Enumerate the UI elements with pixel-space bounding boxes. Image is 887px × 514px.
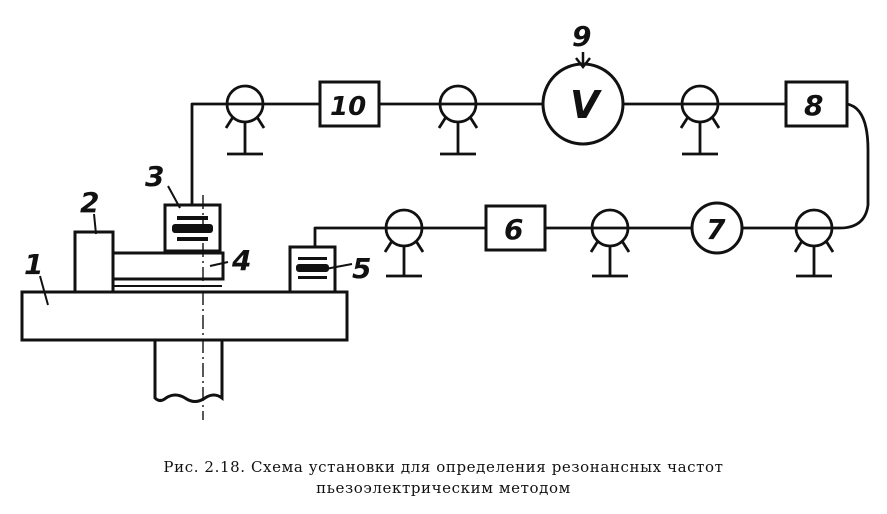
label-3: 3 (145, 160, 164, 193)
label-2: 2 (80, 186, 99, 219)
holder (73, 230, 115, 294)
receiver-transducer (288, 245, 337, 294)
specimen-bar (111, 251, 225, 281)
figure-caption-line-1: Рис. 2.18. Схема установки для определен… (163, 458, 724, 476)
connector-6 (793, 208, 835, 278)
label-1: 1 (24, 248, 43, 281)
connector-2 (437, 84, 479, 156)
label-9: 9 (572, 20, 591, 53)
connector-1 (224, 84, 266, 156)
wire-receiver-up (313, 226, 386, 247)
figure-caption-line-2: пьезоэлектрическим методом (316, 479, 571, 497)
label-7: 7 (706, 213, 726, 246)
wire-emitter-up (190, 102, 227, 205)
label-10: 10 (330, 92, 366, 122)
shaft (153, 340, 224, 403)
connector-3 (679, 84, 721, 156)
generator-block (318, 80, 381, 128)
voltmeter-symbol: V (570, 83, 602, 127)
label-6: 6 (504, 213, 523, 246)
connector-5 (589, 208, 631, 278)
connector-4 (383, 208, 425, 278)
base-plate (20, 290, 349, 342)
label-5: 5 (352, 252, 371, 285)
label-8: 8 (804, 89, 823, 122)
amplifier-block (484, 204, 547, 252)
indicator (690, 201, 744, 255)
block-8 (784, 80, 849, 128)
label-4: 4 (231, 244, 251, 277)
